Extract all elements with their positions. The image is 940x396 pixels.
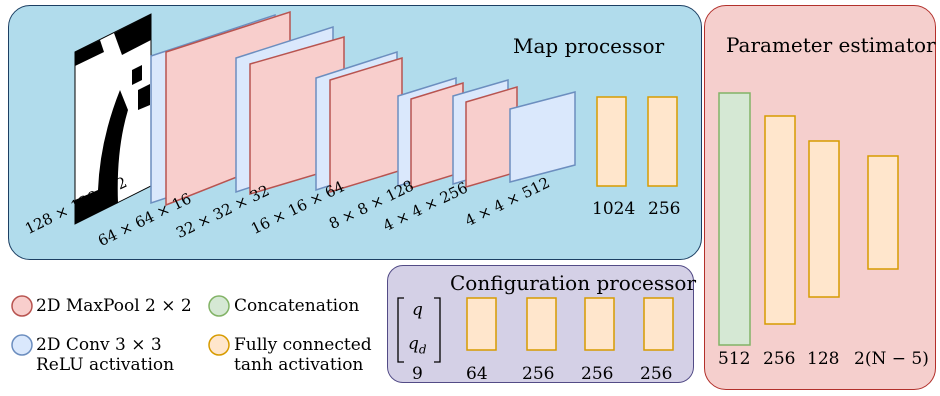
- legend-conv-swatch: [11, 334, 33, 356]
- param-label-512: 512: [718, 349, 751, 369]
- legend-fc-label-2: tanh activation: [234, 355, 364, 375]
- input-map-image: [74, 13, 152, 225]
- config-fc-64: [466, 297, 497, 351]
- layer-stack-5: [452, 79, 518, 189]
- config-vector-qd: qd: [408, 334, 427, 357]
- param-label-256: 256: [763, 349, 796, 369]
- map-fc-256: [647, 96, 678, 187]
- legend-concat-swatch: [208, 295, 230, 317]
- legend-conv-label-2: ReLU activation: [36, 355, 175, 375]
- config-fc-256-a: [526, 297, 557, 351]
- config-fc-label-256-b: 256: [581, 364, 614, 384]
- layer-stack-4: [397, 76, 464, 190]
- parameter-estimator-title: Parameter estimator: [726, 33, 936, 57]
- layer-stack-6: [509, 91, 576, 183]
- config-fc-label-64: 64: [466, 364, 488, 384]
- param-label-output: 2(N − 5): [854, 349, 929, 369]
- config-vector-brackets: [397, 297, 441, 363]
- config-fc-label-256-a: 256: [522, 364, 555, 384]
- config-fc-256-b: [584, 297, 615, 351]
- param-fc-128: [808, 140, 840, 298]
- concat-layer-512: [718, 92, 751, 346]
- map-fc-1024: [596, 96, 627, 187]
- param-fc-256: [764, 115, 796, 325]
- config-fc-256-c: [643, 297, 674, 351]
- map-fc-label-256: 256: [648, 199, 681, 219]
- config-vector-size: 9: [412, 364, 423, 384]
- param-label-128: 128: [807, 349, 840, 369]
- legend-fc-swatch: [208, 334, 230, 356]
- config-vector-q: q: [412, 300, 423, 320]
- configuration-processor-title: Configuration processor: [450, 271, 697, 295]
- config-fc-label-256-c: 256: [640, 364, 673, 384]
- map-processor-title: Map processor: [513, 34, 665, 58]
- legend-maxpool-swatch: [11, 295, 33, 317]
- legend-maxpool-label: 2D MaxPool 2 × 2: [36, 296, 192, 316]
- legend-concat-label: Concatenation: [234, 296, 360, 316]
- legend-fc-label-1: Fully connected: [234, 335, 372, 355]
- param-fc-output: [867, 155, 899, 270]
- legend-conv-label-1: 2D Conv 3 × 3: [36, 335, 162, 355]
- map-fc-label-1024: 1024: [592, 199, 636, 219]
